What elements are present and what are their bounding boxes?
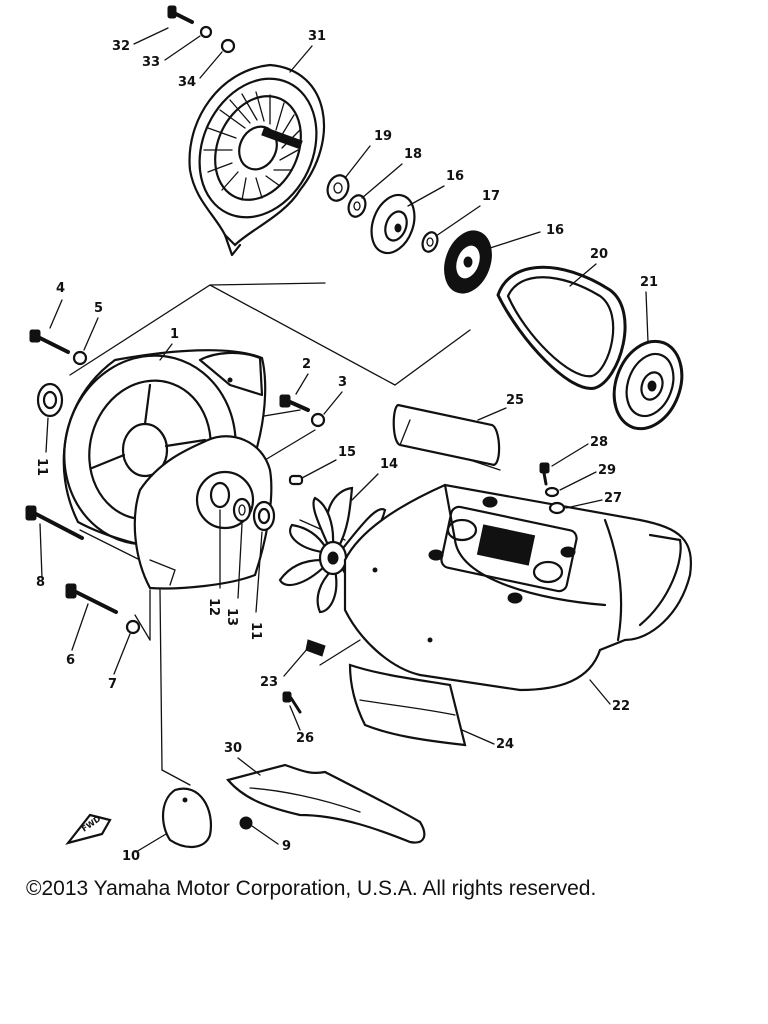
part-label-25: 25 <box>506 393 524 408</box>
part-label-8: 8 <box>36 575 45 590</box>
label-leaders <box>39 27 649 853</box>
pulley-21 <box>612 339 684 431</box>
washer-7 <box>125 619 141 635</box>
part-label-31: 31 <box>308 29 326 44</box>
grommet-27 <box>548 501 566 515</box>
drive-belt-20 <box>496 265 627 390</box>
part-label-18: 18 <box>404 147 422 162</box>
part-label-29: 29 <box>598 463 616 478</box>
washer-29 <box>544 486 560 498</box>
part-label-23: 23 <box>260 675 278 690</box>
washer-33 <box>199 25 213 39</box>
part-label-15: 15 <box>338 445 356 460</box>
part-label-6: 6 <box>66 653 75 668</box>
part-label-5: 5 <box>94 301 103 316</box>
key-15 <box>288 474 304 486</box>
bolt-28 <box>539 462 550 486</box>
bolt-8 <box>25 505 84 540</box>
part-label-12: 12 <box>206 598 221 616</box>
washer-3 <box>310 412 326 428</box>
clip-23 <box>305 639 326 657</box>
forward-arrow-icon: FWD <box>65 813 112 845</box>
part-label-2: 2 <box>302 357 311 372</box>
bearing-11b <box>252 500 276 532</box>
seal-13 <box>232 497 252 523</box>
pulley-half-16a <box>370 193 416 255</box>
nut-9 <box>239 816 253 830</box>
part-label-20: 20 <box>590 247 608 262</box>
nut-19 <box>326 174 350 202</box>
part-label-3: 3 <box>338 375 347 390</box>
bolt-6 <box>65 583 118 614</box>
part-label-19: 19 <box>374 129 392 144</box>
bracket-30 <box>226 763 426 844</box>
part-label-16a: 16 <box>446 169 464 184</box>
part-label-9: 9 <box>282 839 291 854</box>
part-label-4: 4 <box>56 281 65 296</box>
part-label-11b: 11 <box>248 622 263 640</box>
part-label-13: 13 <box>224 608 239 626</box>
screw-32 <box>167 5 194 24</box>
part-label-34: 34 <box>178 75 196 90</box>
washer-18 <box>347 194 367 218</box>
bearing-11a <box>36 382 64 418</box>
part-label-33: 33 <box>142 55 160 70</box>
copyright-notice: ©2013 Yamaha Motor Corporation, U.S.A. A… <box>26 877 597 900</box>
cover-plate-10 <box>162 787 213 848</box>
pad-25 <box>392 403 501 467</box>
part-label-21: 21 <box>640 275 658 290</box>
screw-26 <box>282 691 302 714</box>
bearing-12 <box>209 481 231 509</box>
washer-5 <box>72 350 88 366</box>
part-label-1: 1 <box>170 327 179 342</box>
part-label-22: 22 <box>612 699 630 714</box>
pulley-half-16b <box>444 230 492 294</box>
bolt-2 <box>279 394 310 412</box>
part-label-10: 10 <box>122 849 140 864</box>
duct-24 <box>348 663 467 747</box>
part-label-24: 24 <box>496 737 514 752</box>
part-label-14: 14 <box>380 457 398 472</box>
recoil-cover-31 <box>188 63 325 257</box>
part-label-16b: 16 <box>546 223 564 238</box>
part-label-17: 17 <box>482 189 500 204</box>
part-label-30: 30 <box>224 741 242 756</box>
shroud-22 <box>343 483 692 692</box>
part-label-7: 7 <box>108 677 117 692</box>
part-number-labels: 32 33 34 31 19 18 16 17 16 20 21 4 5 1 2… <box>34 29 658 864</box>
part-label-32: 32 <box>112 39 130 54</box>
part-label-27: 27 <box>604 491 622 506</box>
spacer-17 <box>421 231 439 253</box>
washer-34 <box>220 38 236 54</box>
bolt-4 <box>29 329 70 354</box>
part-label-11a: 11 <box>34 458 49 476</box>
part-label-26: 26 <box>296 731 314 746</box>
part-label-28: 28 <box>590 435 608 450</box>
